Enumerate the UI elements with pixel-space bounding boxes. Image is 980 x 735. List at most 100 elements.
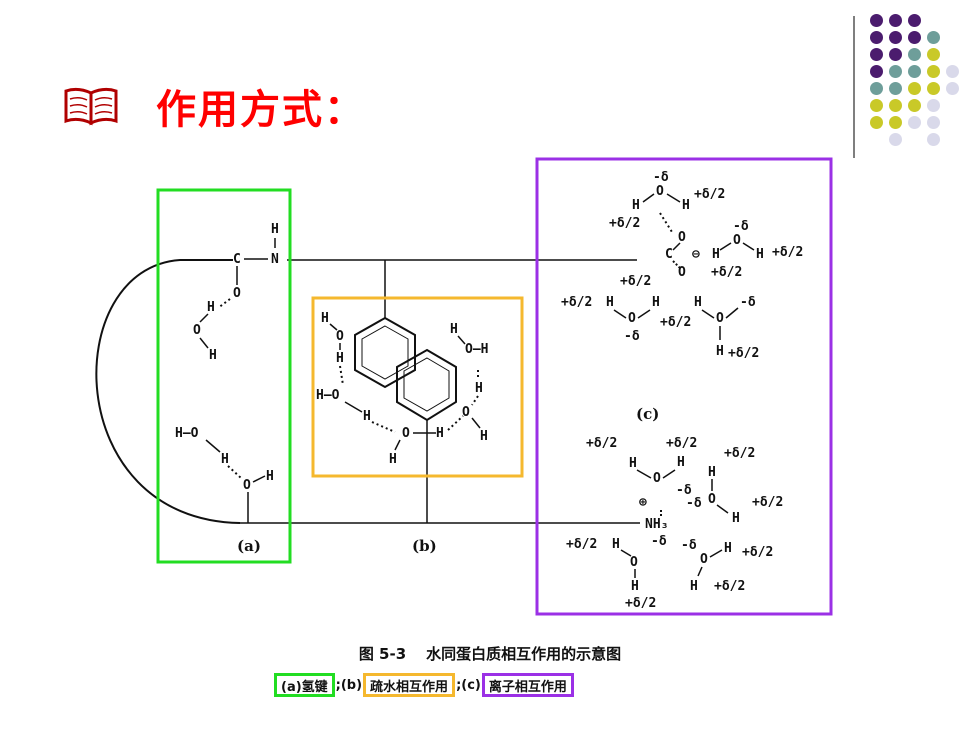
atom-o: O — [233, 286, 241, 301]
legend-hydrogen-bond: (a)氢键 — [274, 673, 335, 697]
atom-h: H — [694, 295, 702, 310]
legend-row: (a)氢键 ;(b) 疏水相互作用 ;(c) 离子相互作用 — [274, 671, 574, 699]
atom-c: C — [233, 252, 241, 267]
atom-h: H — [682, 198, 690, 213]
atom-h: H — [690, 579, 698, 594]
panel-c-ionic: -δ O H H +δ/2 +δ/2 C O O ⊖ +δ/2 -δ H O H… — [535, 157, 833, 616]
decor-dot — [870, 48, 883, 61]
atom-h: H — [712, 247, 720, 262]
decor-dot — [946, 65, 959, 78]
delta-pos: +δ/2 — [711, 265, 742, 280]
atom-h: H — [480, 429, 488, 444]
atom-h: H — [632, 198, 640, 213]
legend-ionic: 离子相互作用 — [481, 673, 574, 697]
decor-dot — [927, 99, 940, 112]
legend-hydrophobic: 疏水相互作用 — [363, 673, 456, 697]
atom-c: C — [665, 247, 673, 262]
atom-h: H — [708, 465, 716, 480]
decor-dot — [889, 48, 902, 61]
atom-h: H — [475, 381, 483, 396]
decor-dot — [870, 65, 883, 78]
delta-neg: -δ — [733, 219, 749, 234]
atom-h: H — [271, 222, 279, 237]
atom-h: H — [677, 455, 685, 470]
panel-b-hydrophobic: H O H H—O H O H H O H H H O—H (b) — [311, 296, 524, 555]
atom-o: O — [628, 311, 636, 326]
delta-pos: +δ/2 — [694, 187, 725, 202]
delta-neg: -δ — [676, 483, 692, 498]
atom-h: H — [612, 537, 620, 552]
decor-dot — [908, 14, 921, 27]
atom-o: O — [678, 265, 686, 280]
delta-neg: -δ — [624, 329, 640, 344]
book-icon — [64, 87, 118, 126]
decor-dot — [889, 82, 902, 95]
plus-sign: ⊕ — [639, 495, 647, 510]
atom-o: O — [678, 230, 686, 245]
decor-dot — [927, 65, 940, 78]
decor-dot — [870, 116, 883, 129]
panel-a-hydrogen-bonds: H N C O H O H H—O H O H (a) — [156, 188, 292, 564]
atom-h: H — [732, 511, 740, 526]
atom-h: H — [389, 452, 397, 467]
delta-pos: +δ/2 — [561, 295, 592, 310]
decor-dot — [908, 82, 921, 95]
atom-h: H — [450, 322, 458, 337]
atom-h-o: H—O — [316, 388, 340, 403]
delta-neg: -δ — [651, 534, 667, 549]
atom-h: H — [363, 409, 371, 424]
delta-pos: +δ/2 — [742, 545, 773, 560]
atom-o: O — [243, 478, 251, 493]
slide-title: 作用方式： — [156, 87, 366, 133]
panel-label-b: (b) — [412, 537, 437, 555]
atom-o-h: O—H — [465, 342, 488, 357]
atom-h: H — [716, 344, 724, 359]
delta-pos: +δ/2 — [660, 315, 691, 330]
delta-pos: +δ/2 — [566, 537, 597, 552]
delta-pos: +δ/2 — [728, 346, 759, 361]
decor-dot — [908, 48, 921, 61]
delta-pos: +δ/2 — [752, 495, 783, 510]
box-c — [535, 157, 833, 616]
atom-h: H — [221, 452, 229, 467]
atom-o: O — [653, 471, 661, 486]
delta-neg: -δ — [681, 538, 697, 553]
atom-o: O — [336, 329, 344, 344]
atom-h: H — [209, 348, 217, 363]
delta-neg: -δ — [686, 496, 702, 511]
box-b — [311, 296, 524, 478]
decor-dot — [889, 133, 902, 146]
box-a — [156, 188, 292, 564]
atom-h-o: H—O — [175, 426, 199, 441]
minus-sign: ⊖ — [692, 247, 700, 262]
atom-h: H — [606, 295, 614, 310]
delta-pos: +δ/2 — [772, 245, 803, 260]
atom-h: H — [336, 351, 344, 366]
atom-h: H — [436, 426, 444, 441]
decor-dot — [889, 14, 902, 27]
delta-pos: +δ/2 — [666, 436, 697, 451]
decor-dot — [927, 133, 940, 146]
decor-dot — [889, 65, 902, 78]
decor-dot — [927, 48, 940, 61]
atom-h: H — [724, 541, 732, 556]
ammonium-group: NH₃ — [645, 517, 668, 532]
decor-dot — [927, 116, 940, 129]
delta-pos: +δ/2 — [724, 446, 755, 461]
panel-label-c: (c) — [636, 405, 659, 423]
benzene-ring-1 — [354, 316, 416, 389]
delta-pos: +δ/2 — [586, 436, 617, 451]
decor-dot — [908, 99, 921, 112]
decor-dot — [908, 65, 921, 78]
atom-h: H — [629, 456, 637, 471]
decor-dot — [927, 82, 940, 95]
atom-h: H — [756, 247, 764, 262]
atom-o: O — [462, 405, 470, 420]
benzene-ring-2 — [396, 348, 457, 422]
delta-pos: +δ/2 — [714, 579, 745, 594]
delta-pos: +δ/2 — [609, 216, 640, 231]
atom-h: H — [652, 295, 660, 310]
atom-o: O — [716, 311, 724, 326]
